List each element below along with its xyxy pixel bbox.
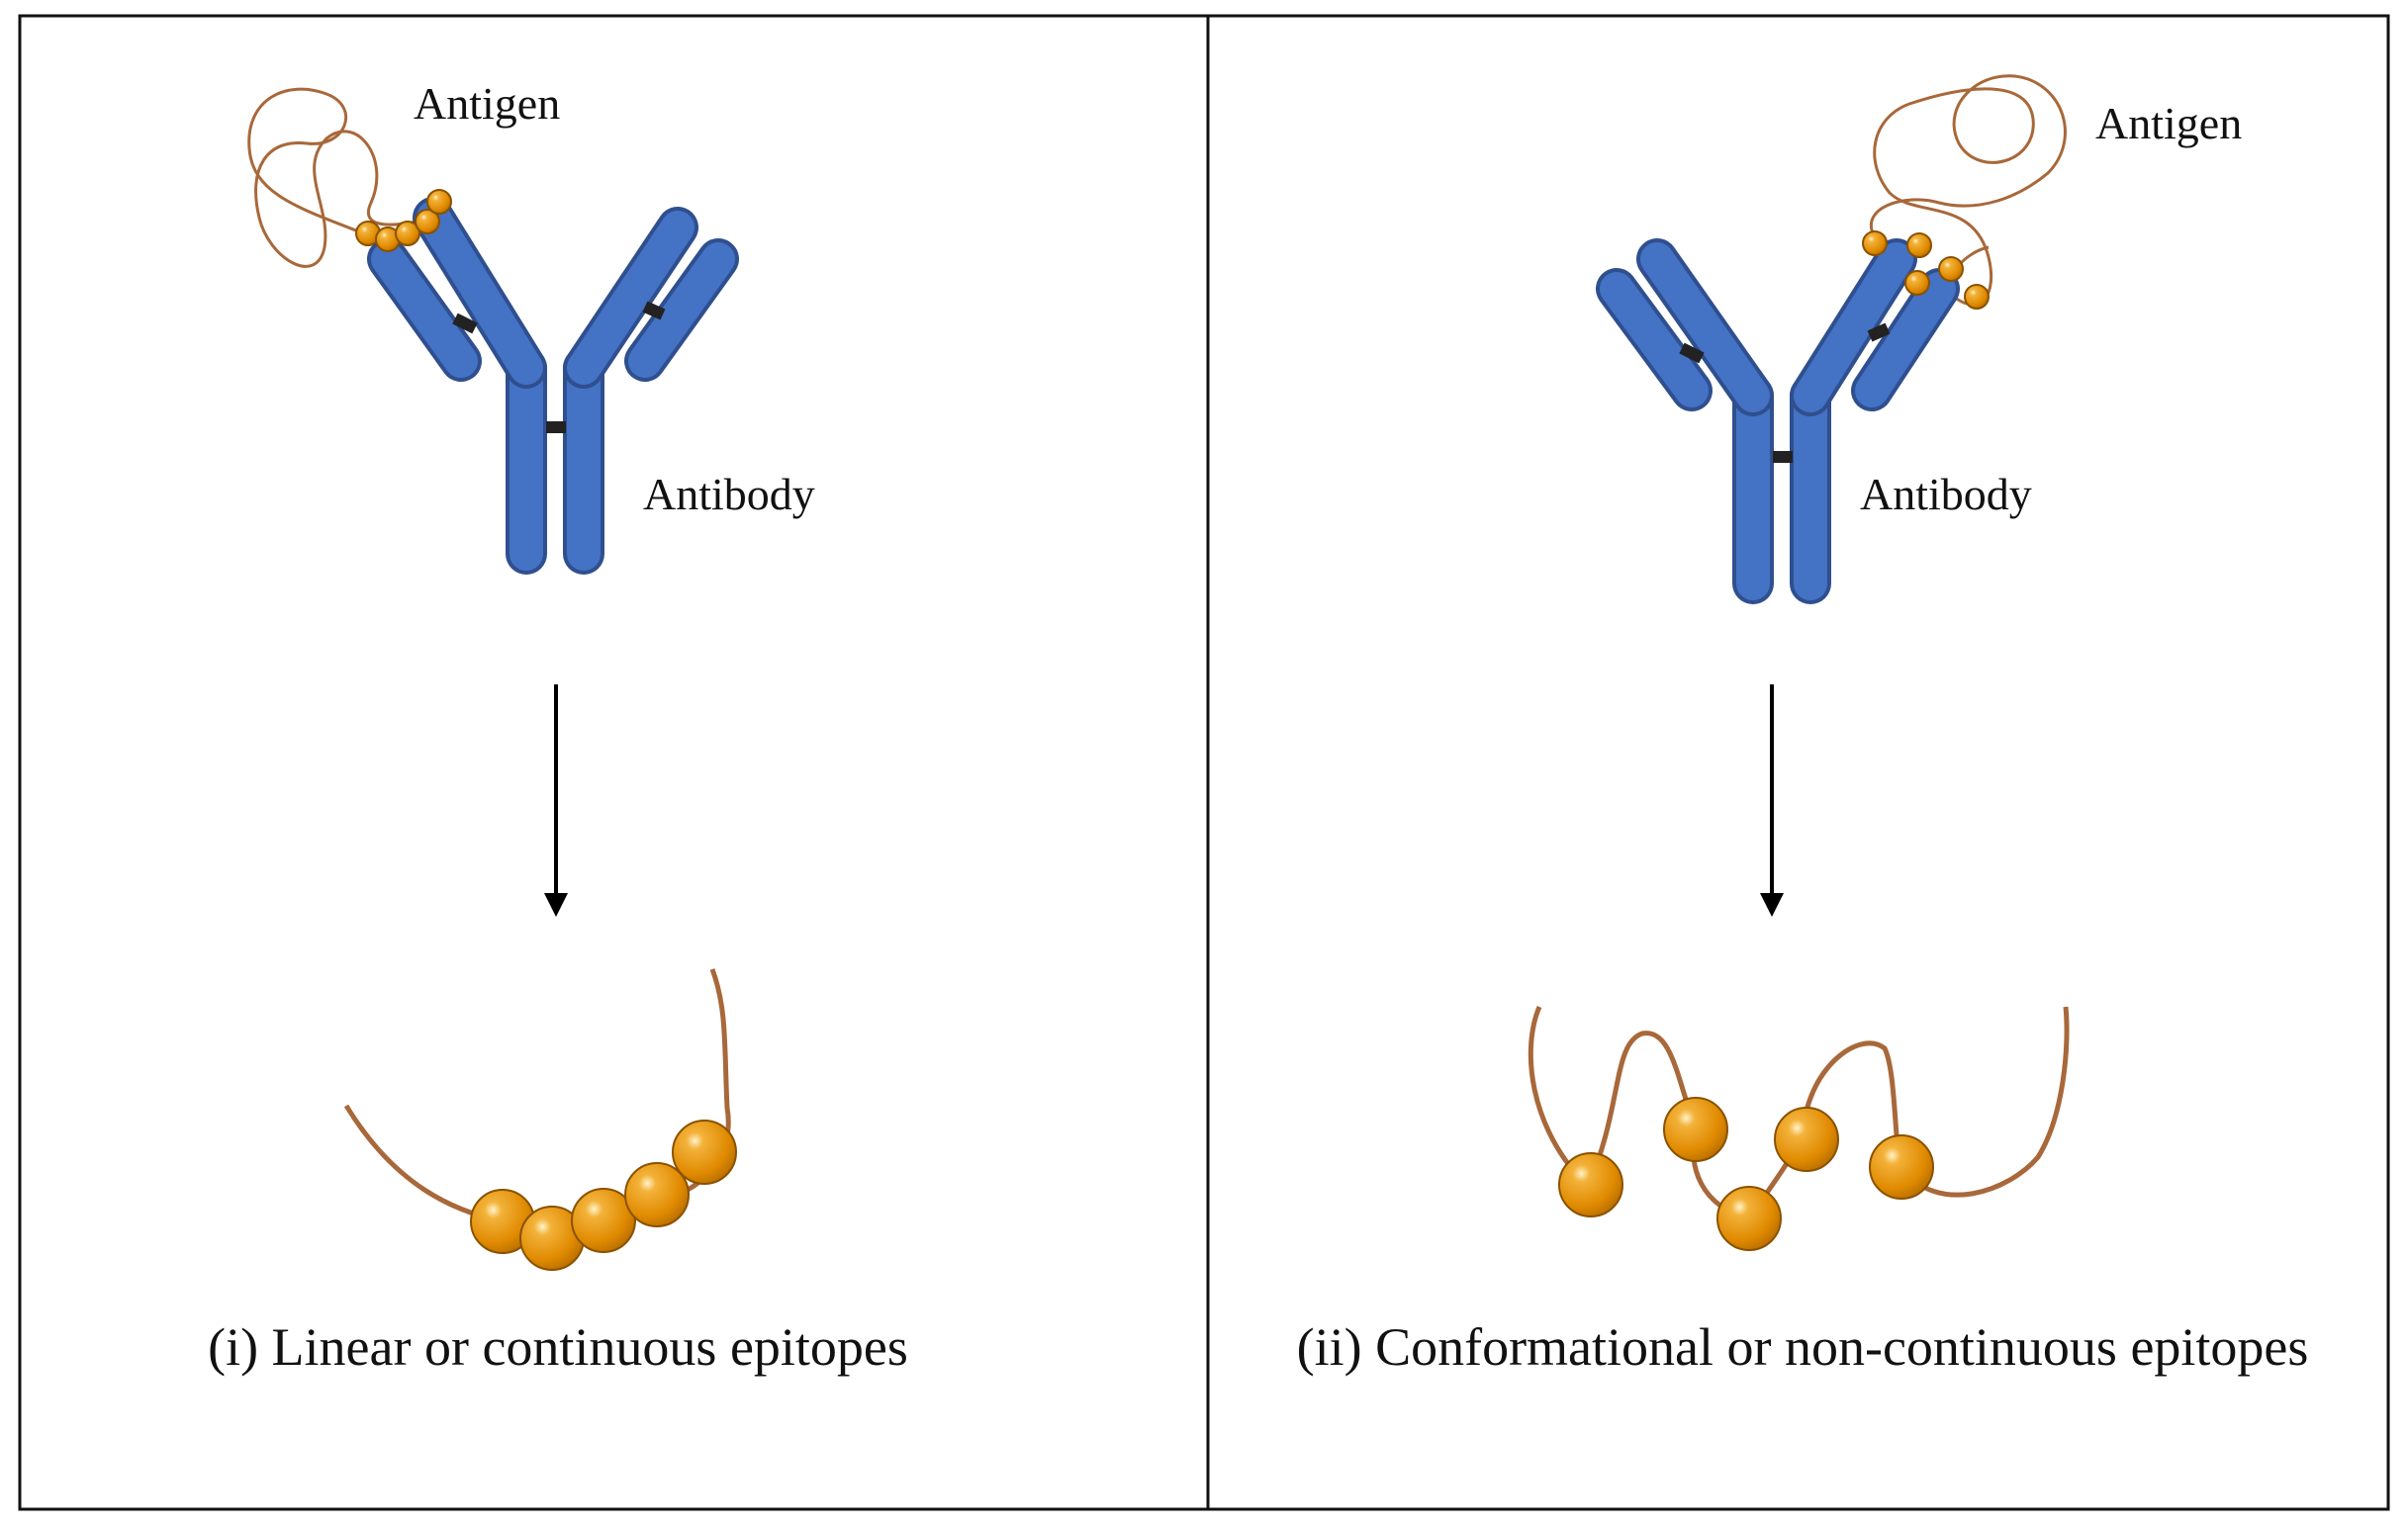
antibody-light-right-fill: [1855, 272, 1956, 407]
antibody-disulfide-right: [642, 301, 666, 320]
epitope-bead: [1558, 1152, 1623, 1217]
epitope-bead: [415, 209, 440, 234]
antigen-label: Antigen: [414, 78, 560, 129]
panel-caption: (ii) Conformational or non-continuous ep…: [1297, 1317, 2309, 1377]
panel-linear: Antigen Antibody (i) Linear or continuou…: [208, 78, 908, 1377]
antibody-disulfide-left: [452, 313, 478, 334]
antibody-arm-left-heavy-fill: [417, 201, 543, 385]
epitope-bead: [395, 221, 420, 246]
epitope-bead: [1904, 270, 1930, 296]
antibody-light-left-fill: [1600, 272, 1709, 407]
epitope-beads-small: [355, 189, 452, 252]
conformational-epitope-beads: [1558, 1097, 1934, 1251]
antibody: [1596, 238, 1960, 604]
epitope-bead: [571, 1188, 636, 1253]
epitope-bead: [1938, 256, 1964, 282]
antibody-disulfide-right: [1867, 322, 1891, 342]
epitope-bead: [1862, 230, 1888, 256]
epitope-bead: [1964, 284, 1990, 310]
panel-conformational: Antigen Antibody (ii) Conformational or …: [1297, 74, 2309, 1377]
epitope-bead: [624, 1162, 690, 1227]
antibody-label: Antibody: [643, 469, 815, 519]
epitope-bead: [1716, 1186, 1782, 1251]
antibody-disulfide-left: [1679, 342, 1705, 364]
antibody-light-right-fill: [628, 242, 735, 378]
antibody-light-left-fill: [371, 242, 478, 378]
antigen-label: Antigen: [2095, 98, 2242, 148]
panel-caption: (i) Linear or continuous epitopes: [208, 1317, 908, 1377]
antibody-label: Antibody: [1860, 469, 2032, 519]
figure-border: [18, 14, 2390, 1511]
antigen-strand: [1870, 74, 2067, 307]
epitope-bead: [1663, 1097, 1728, 1162]
conformational-epitope-strand: [1528, 1006, 2070, 1221]
antibody: [367, 197, 739, 575]
epitope-bead: [1869, 1134, 1934, 1200]
antibody-arm-left-heavy-fill: [1640, 242, 1770, 412]
epitope-bead: [1774, 1107, 1839, 1172]
antibody-arm-right-heavy-fill: [1794, 242, 1913, 412]
antigen-strand: [247, 87, 434, 268]
epitope-bead: [426, 189, 452, 215]
epitope-bead: [1906, 232, 1932, 258]
epitope-bead: [672, 1120, 737, 1185]
linear-epitope-beads: [470, 1120, 737, 1271]
antibody-arm-right-heavy-fill: [567, 211, 695, 385]
epitope-beads-small: [1862, 230, 1990, 310]
